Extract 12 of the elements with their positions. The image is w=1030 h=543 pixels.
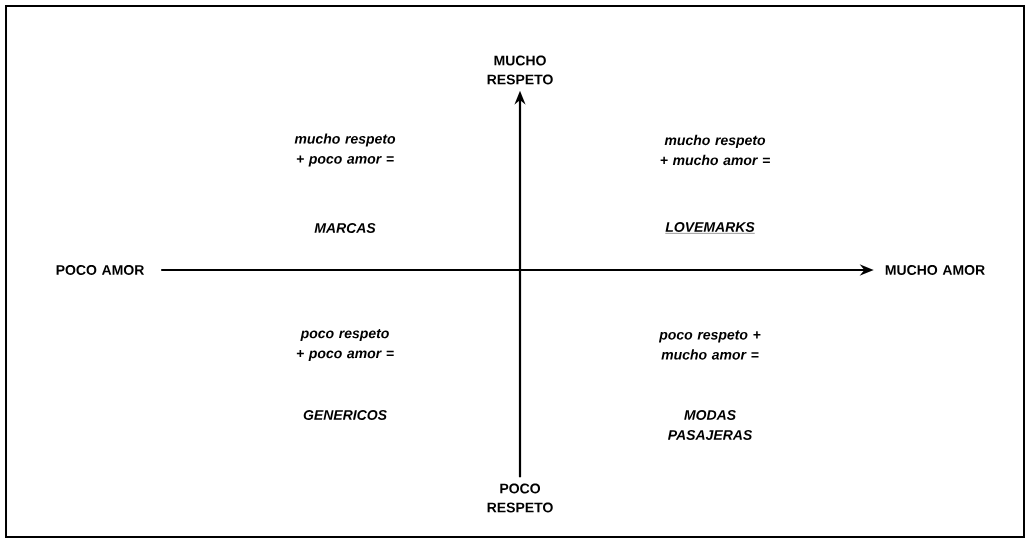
quadrant-text: LOVEMARKS bbox=[665, 222, 755, 234]
quadrant-text: MARCAS bbox=[314, 223, 376, 233]
quadrant-text: poco respeto + mucho amor = bbox=[658, 330, 761, 360]
quadrant-text: mucho respeto + mucho amor = bbox=[660, 134, 770, 166]
quadrant-text: MODAS PASAJERAS bbox=[668, 410, 753, 440]
axis-label: POCO RESPETO bbox=[487, 483, 553, 513]
quadrant-text: poco respeto + poco amor = bbox=[296, 328, 394, 361]
axis-label: POCO AMOR bbox=[56, 265, 145, 275]
axis-label: MUCHO AMOR bbox=[885, 265, 985, 275]
quadrant-text: GENERICOS bbox=[303, 410, 387, 420]
axis-label: MUCHO RESPETO bbox=[487, 55, 553, 85]
quadrant-text: mucho respeto + poco amor = bbox=[294, 133, 396, 167]
